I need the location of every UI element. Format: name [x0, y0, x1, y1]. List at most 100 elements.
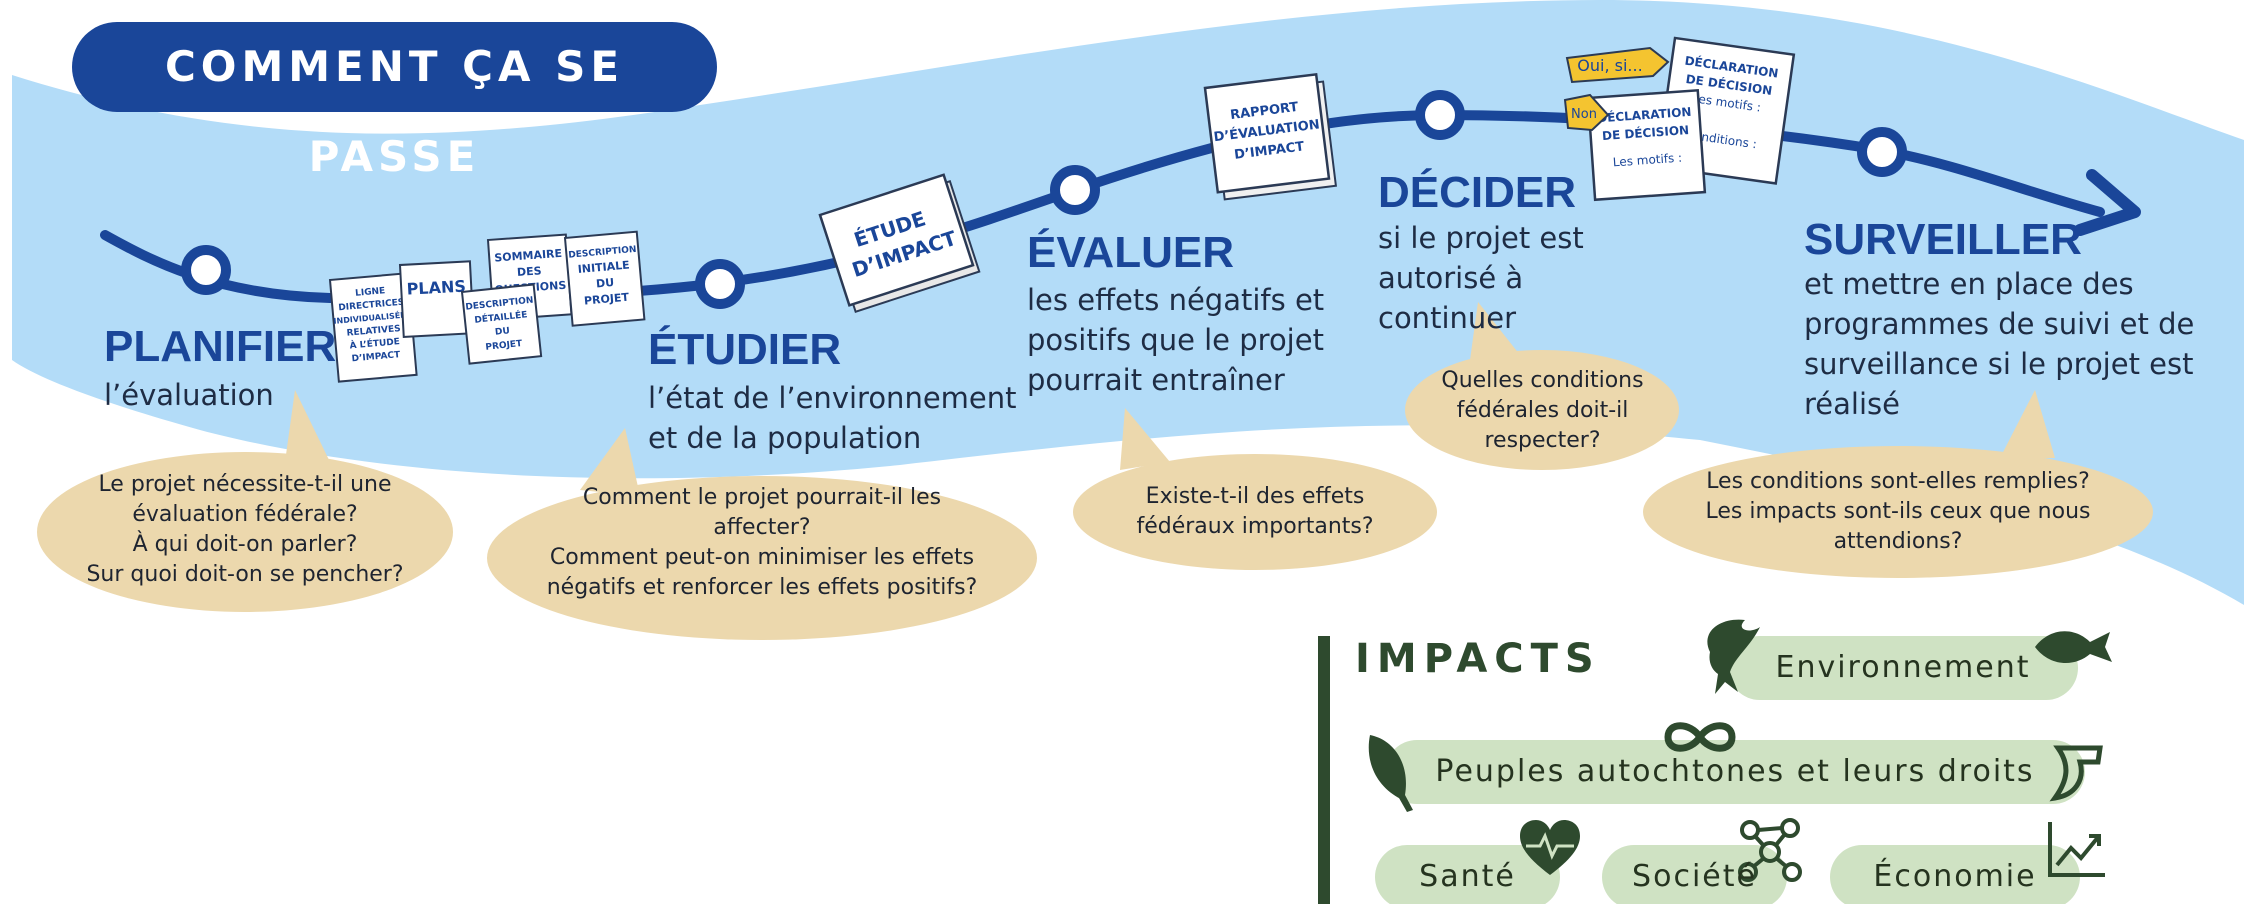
doc-lignes-directrices: LIGNE DIRECTRICES INDIVIDUALISÉES RELATI…	[328, 272, 418, 383]
impacts-heading: IMPACTS	[1355, 636, 1601, 682]
impacts-divider	[1318, 636, 1330, 904]
non-flag: Non	[1563, 93, 1610, 132]
doc-declaration-motifs: DÉCLARATION DE DÉCISION Les motifs :	[1586, 88, 1707, 202]
step-title-surveiller: SURVEILLER	[1804, 215, 2082, 264]
pill-economie-bg	[1830, 845, 2080, 904]
question-line: Comment le projet pourrait-il les	[582, 485, 942, 510]
step-desc-line: et mettre en place des	[1804, 267, 2134, 301]
step-desc-line: surveillance si le projet est	[1804, 347, 2194, 381]
question-line: Sur quoi doit-on se pencher?	[86, 562, 404, 587]
step-desc-decider: si le projet est autorisé à continuer	[1378, 218, 1584, 338]
question-line: Comment peut-on minimiser les effets	[549, 545, 975, 570]
pill-peuples-bg	[1385, 740, 2085, 804]
pill-societe-bg	[1602, 845, 1787, 904]
step-desc-etudier: l’état de l’environnement et de la popul…	[648, 378, 1017, 458]
question-line: fédérales doit-il	[1456, 398, 1629, 423]
question-line: Les conditions sont-elles remplies?	[1706, 469, 2090, 494]
impact-societe: Société	[1632, 859, 1757, 894]
impact-sante: Santé	[1419, 859, 1516, 894]
bubble-surveiller	[1643, 390, 2153, 578]
milestone-planifier	[181, 245, 231, 295]
question-line: respecter?	[1484, 428, 1601, 453]
bubble-etudier	[487, 428, 1037, 640]
growth-chart-icon	[2048, 822, 2105, 877]
doc-rapport: RAPPORT D’ÉVALUATION D’IMPACT	[1203, 72, 1338, 201]
svg-text:PROJET: PROJET	[485, 339, 524, 353]
step-title-planifier: PLANIFIER	[104, 322, 337, 371]
question-line: négatifs et renforcer les effets positif…	[546, 575, 978, 600]
question-line: attendions?	[1833, 529, 1963, 554]
question-etudier: Comment le projet pourrait-il les affect…	[512, 483, 1012, 603]
step-desc-planifier: l’évaluation	[104, 378, 274, 412]
step-desc-evaluer: les effets négatifs et positifs que le p…	[1027, 280, 1324, 400]
bubble-evaluer	[1073, 408, 1437, 570]
svg-text:LIGNE: LIGNE	[355, 286, 386, 299]
svg-text:Oui, si...: Oui, si...	[1577, 56, 1642, 75]
step-desc-line: programmes de suivi et de	[1804, 307, 2195, 341]
question-line: affecter?	[713, 515, 811, 540]
bubble-decider	[1405, 302, 1679, 470]
step-desc-line: positifs que le projet	[1027, 323, 1324, 357]
step-title-decider: DÉCIDER	[1378, 168, 1577, 217]
path-arrowhead	[2074, 169, 2141, 236]
pill-sante-bg	[1375, 845, 1560, 904]
doc-plans: PLANS	[398, 260, 475, 338]
heart-pulse-icon	[1520, 820, 1580, 875]
page-title: COMMENT ÇA SE PASSE	[72, 22, 717, 181]
svg-text:D’IMPACT: D’IMPACT	[351, 350, 401, 364]
doc-description-initiale: DESCRIPTION INITIALE DU PROJET	[563, 230, 646, 327]
question-line: Le projet nécessite-t-il une	[98, 472, 392, 497]
impact-environnement: Environnement	[1775, 650, 2031, 685]
svg-text:DE DÉCISION: DE DÉCISION	[1602, 122, 1690, 143]
step-title-evaluer: ÉVALUER	[1027, 228, 1234, 277]
question-line: Existe-t-il des effets	[1145, 484, 1365, 509]
question-line: À qui doit-on parler?	[132, 532, 358, 557]
doc-description-detaillee: DESCRIPTION DÉTAILLÉE DU PROJET	[460, 283, 543, 365]
svg-text:PLANS: PLANS	[406, 277, 466, 299]
svg-text:SOMMAIRE: SOMMAIRE	[494, 247, 563, 265]
doc-etude-impact: ÉTUDE D’IMPACT	[818, 173, 981, 313]
milestone-evaluer	[1050, 165, 1100, 215]
svg-text:DU: DU	[596, 276, 615, 291]
network-people-icon	[1738, 818, 1802, 882]
fish-icon	[2035, 631, 2112, 664]
step-title-etudier: ÉTUDIER	[648, 325, 842, 374]
milestone-surveiller	[1857, 127, 1907, 177]
eagle-icon	[1707, 619, 1760, 694]
step-desc-line: si le projet est	[1378, 221, 1584, 255]
step-desc-surveiller: et mettre en place des programmes de sui…	[1804, 264, 2194, 424]
step-desc-line: pourrait entraîner	[1027, 363, 1285, 397]
milestone-etudier	[695, 259, 745, 309]
svg-text:RELATIVES: RELATIVES	[346, 324, 401, 339]
step-desc-line: réalisé	[1804, 387, 1900, 421]
svg-text:DÉCLARATION: DÉCLARATION	[1597, 104, 1692, 126]
svg-text:DU: DU	[495, 326, 511, 337]
question-line: Les impacts sont-ils ceux que nous	[1705, 499, 2091, 524]
impact-peuples-autochtones: Peuples autochtones et leurs droits	[1435, 754, 2035, 789]
step-desc-line: autorisé à	[1378, 261, 1524, 295]
bubble-planifier	[37, 390, 453, 612]
svg-text:PROJET: PROJET	[584, 291, 630, 308]
step-desc-line: les effets négatifs et	[1027, 283, 1325, 317]
question-surveiller: Les conditions sont-elles remplies? Les …	[1660, 467, 2136, 557]
question-planifier: Le projet nécessite-t-il une évaluation …	[50, 470, 440, 590]
impact-economie: Économie	[1873, 859, 2037, 894]
feather-icon	[1368, 735, 1413, 812]
ulu-knife-icon	[2049, 745, 2103, 802]
svg-text:Les motifs :: Les motifs :	[1612, 151, 1682, 170]
step-desc-line: l’état de l’environnement	[648, 381, 1017, 415]
question-line: évaluation fédérale?	[132, 502, 358, 527]
pill-environnement-bg	[1728, 636, 2078, 700]
svg-text:DES: DES	[517, 264, 542, 279]
infinity-icon	[1664, 722, 1736, 752]
step-desc-line: continuer	[1378, 301, 1517, 335]
question-line: Quelles conditions	[1441, 368, 1644, 393]
svg-text:Non: Non	[1571, 107, 1597, 122]
svg-text:INITIALE: INITIALE	[577, 258, 630, 275]
question-decider: Quelles conditions fédérales doit-il res…	[1420, 366, 1665, 456]
milestone-decider	[1415, 90, 1465, 140]
question-evaluer: Existe-t-il des effets fédéraux importan…	[1090, 482, 1420, 542]
step-desc-line: et de la population	[648, 421, 922, 455]
